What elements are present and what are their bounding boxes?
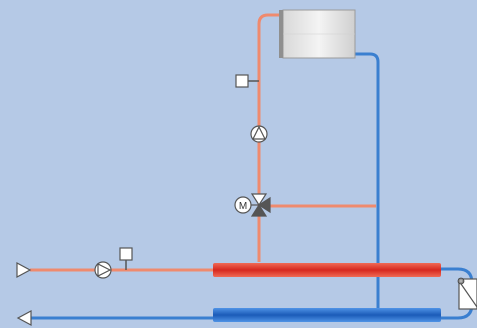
radiator-icon <box>279 9 356 59</box>
temperature-sensor-icon <box>119 247 133 261</box>
pump-icon <box>94 261 112 279</box>
separator-icon <box>457 277 477 310</box>
return-piping <box>28 52 474 320</box>
temperature-sensor-icon <box>235 74 249 88</box>
triangle-right-icon <box>16 261 32 279</box>
supply-riser <box>257 13 282 262</box>
return-header <box>213 308 441 322</box>
return-line-radiator <box>355 52 380 310</box>
three-way-valve-icon <box>234 193 271 217</box>
supply-piping <box>30 13 376 272</box>
pump-icon <box>250 125 268 143</box>
triangle-left-icon <box>16 309 32 327</box>
valve-actuator-label: M <box>239 201 247 212</box>
supply-header <box>213 263 441 277</box>
